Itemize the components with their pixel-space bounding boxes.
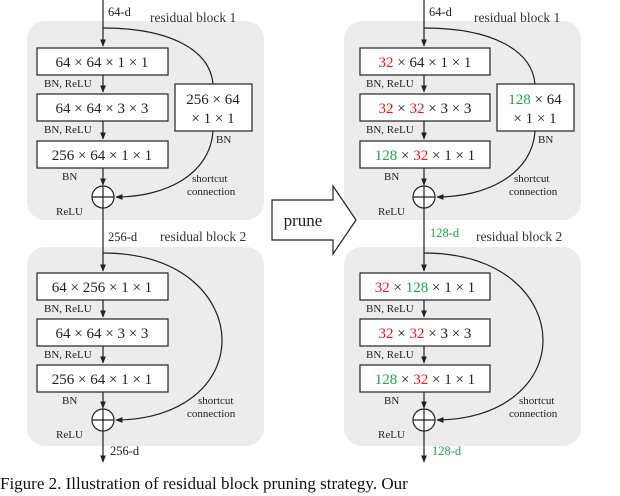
left-b1-sc-cap-1: shortcut bbox=[192, 173, 227, 185]
right-b2-conv1-box bbox=[359, 272, 491, 301]
left-b1-conv3-box bbox=[36, 140, 169, 169]
right-b2-sc-cap-1: shortcut bbox=[519, 395, 554, 407]
right-b2-conv2: 32 × 32 × 3 × 3 bbox=[379, 326, 472, 342]
right-input-dim: 64-d bbox=[429, 5, 453, 19]
right-b2-bnrelu-1: BN, ReLU bbox=[366, 303, 414, 315]
left-b1-bnrelu-1: BN, ReLU bbox=[44, 78, 92, 90]
left-b2-conv2-box bbox=[36, 318, 169, 347]
left-b2-bn: BN bbox=[62, 395, 77, 407]
left-b1-shortcut-curve-top bbox=[102, 27, 214, 85]
right-b1-sc-cap-2: connection bbox=[509, 186, 558, 198]
left-block2-title: residual block 2 bbox=[160, 229, 246, 244]
left-b2-conv3: 256 × 64 × 1 × 1 bbox=[52, 372, 152, 388]
left-b2-relu: ReLU bbox=[56, 429, 83, 441]
right-b2-conv3: 128 × 32 × 1 × 1 bbox=[375, 372, 475, 388]
right-b1-shortcut-2: × 1 × 1 bbox=[513, 111, 556, 127]
right-b1-conv2-box bbox=[359, 93, 491, 122]
right-block1-title: residual block 1 bbox=[474, 10, 560, 25]
right-b1-shortcut-curve-bottom bbox=[436, 130, 536, 200]
left-b1-conv2-box bbox=[36, 93, 169, 122]
right-b1-conv3-box bbox=[359, 140, 491, 169]
left-b1-bnrelu-2: BN, ReLU bbox=[44, 124, 92, 136]
right-b1-sc-cap-1: shortcut bbox=[514, 173, 549, 185]
right-b2-conv2-box bbox=[359, 318, 491, 347]
left-b1-relu: ReLU bbox=[56, 206, 83, 218]
left-b2-conv1: 64 × 256 × 1 × 1 bbox=[52, 280, 152, 296]
right-b2-bnrelu-2: BN, ReLU bbox=[366, 349, 414, 361]
left-b2-conv1-box bbox=[36, 272, 169, 301]
right-b1-bnrelu-1: BN, ReLU bbox=[366, 78, 414, 90]
right-b2-sc-cap-2: connection bbox=[509, 408, 558, 420]
left-output-dim: 256-d bbox=[110, 444, 140, 458]
right-b1-shortcut-bn: BN bbox=[538, 134, 553, 146]
left-b2-bnrelu-2: BN, ReLU bbox=[44, 349, 92, 361]
right-b1-conv3: 128 × 32 × 1 × 1 bbox=[375, 148, 475, 164]
right-mid-dim: 128-d bbox=[430, 226, 460, 240]
right-b1-bnrelu-2: BN, ReLU bbox=[366, 124, 414, 136]
left-b1-conv2: 64 × 64 × 3 × 3 bbox=[56, 101, 149, 117]
right-b2-conv1: 32 × 128 × 1 × 1 bbox=[375, 280, 475, 296]
left-b1-conv1: 64 × 64 × 1 × 1 bbox=[56, 55, 149, 71]
right-b2-bn: BN bbox=[384, 395, 399, 407]
prune-label: prune bbox=[284, 211, 323, 230]
left-b1-shortcut-curve-bottom bbox=[115, 130, 214, 200]
right-b2-conv3-box bbox=[359, 364, 491, 393]
right-b1-bn: BN bbox=[384, 171, 399, 183]
prune-arrow bbox=[271, 184, 357, 256]
left-b1-conv1-box bbox=[36, 47, 169, 76]
right-b1-shortcut-curve-top bbox=[423, 27, 536, 85]
left-b2-conv3-box bbox=[36, 364, 169, 393]
left-b1-shortcut-1: 256 × 64 bbox=[186, 92, 240, 108]
left-b1-sc-cap-2: connection bbox=[187, 186, 236, 198]
left-b1-shortcut-bn: BN bbox=[216, 134, 231, 146]
right-b1-relu: ReLU bbox=[378, 206, 405, 218]
right-b1-shortcut-box bbox=[496, 83, 575, 132]
right-b1-conv1: 32 × 64 × 1 × 1 bbox=[379, 55, 472, 71]
left-block1-title: residual block 1 bbox=[150, 10, 236, 25]
right-b2-shortcut-curve bbox=[423, 252, 544, 423]
right-b1-conv2: 32 × 32 × 3 × 3 bbox=[379, 101, 472, 117]
right-b1-conv1-box bbox=[359, 47, 491, 76]
left-input-dim: 64-d bbox=[108, 5, 132, 19]
right-block2-title: residual block 2 bbox=[476, 229, 562, 244]
right-output-dim: 128-d bbox=[432, 444, 462, 458]
right-b2-relu: ReLU bbox=[378, 429, 405, 441]
left-b2-sc-cap-1: shortcut bbox=[198, 395, 233, 407]
left-b2-conv2: 64 × 64 × 3 × 3 bbox=[56, 326, 149, 342]
left-b1-bn: BN bbox=[62, 171, 77, 183]
left-b2-bnrelu-1: BN, ReLU bbox=[44, 303, 92, 315]
left-b2-shortcut-curve bbox=[102, 252, 223, 423]
right-b1-shortcut-1: 128 × 64 bbox=[508, 92, 562, 108]
left-b1-shortcut-box bbox=[174, 83, 253, 132]
left-mid-dim: 256-d bbox=[108, 230, 138, 244]
left-b1-conv3: 256 × 64 × 1 × 1 bbox=[52, 148, 152, 164]
left-b1-shortcut-2: × 1 × 1 bbox=[191, 111, 234, 127]
left-b2-sc-cap-2: connection bbox=[187, 408, 236, 420]
figure-caption: Figure 2. Illustration of residual block… bbox=[0, 474, 408, 493]
